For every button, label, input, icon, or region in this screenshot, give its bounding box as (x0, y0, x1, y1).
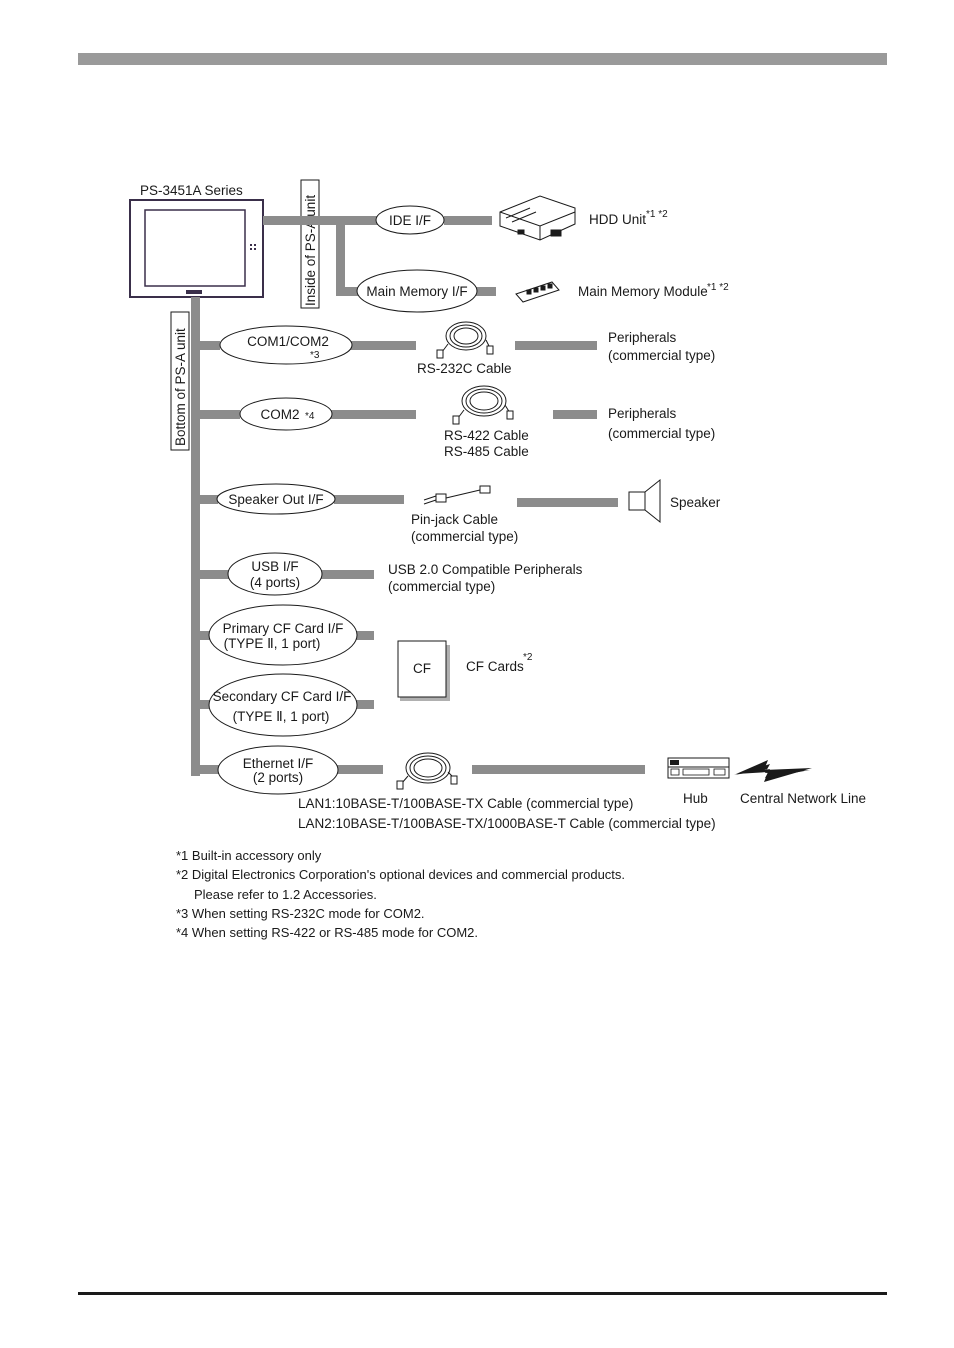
ethernet-label-2: (2 ports) (253, 770, 303, 785)
network-line-label: Central Network Line (740, 791, 866, 806)
lan-cable-icon (396, 752, 458, 790)
lightning-icon (736, 760, 812, 782)
bottom-unit-text: Bottom of PS-A unit (173, 328, 188, 446)
hub-label: Hub (683, 791, 708, 806)
serial-cable-icon (452, 385, 514, 425)
primary-cf-interface: Primary CF Card I/F (TYPE Ⅱ, 1 port) (208, 604, 358, 666)
speaker-out-interface: Speaker Out I/F (216, 483, 336, 515)
footnote-1: *1 Built-in accessory only (176, 848, 322, 863)
hdd-unit-icon (499, 195, 576, 241)
hdd-note: *1 *2 (646, 209, 668, 220)
ide-interface: IDE I/F (375, 205, 445, 235)
serial-cable-icon (436, 321, 494, 359)
hdd-label: HDD Unit (589, 212, 646, 227)
usb-peripherals-sub: (commercial type) (388, 579, 495, 594)
lan2-label: LAN2:10BASE-T/100BASE-TX/1000BASE-T Cabl… (298, 816, 716, 831)
ethernet-label-1: Ethernet I/F (243, 756, 314, 771)
bottom-unit-label: Bottom of PS-A unit (170, 311, 190, 451)
inside-unit-label: Inside of PS-A unit (300, 179, 320, 309)
bottom-bus-bars (191, 297, 645, 776)
hub-icon (667, 757, 730, 779)
peripherals-2-sub: (commercial type) (608, 426, 715, 441)
speaker-icon (628, 478, 661, 524)
footnote-3: *3 When setting RS-232C mode for COM2. (176, 906, 425, 921)
com1-com2-interface: COM1/COM2 *3 (219, 325, 353, 365)
secondary-cf-label-1: Secondary CF Card I/F (213, 689, 352, 704)
rs422-label: RS-422 Cable (444, 428, 529, 443)
peripherals-1-label: Peripherals (608, 330, 677, 345)
ide-label: IDE I/F (389, 213, 431, 228)
footnote-2: *2 Digital Electronics Corporation's opt… (176, 867, 625, 882)
secondary-cf-label-2: (TYPE Ⅱ, 1 port) (233, 709, 330, 724)
com1-com2-label: COM1/COM2 (247, 334, 329, 349)
header-bar (78, 53, 887, 65)
internal-bus-bars (263, 216, 496, 296)
cf-cards-label: CF Cards (466, 659, 524, 674)
peripherals-1-sub: (commercial type) (608, 348, 715, 363)
ethernet-interface: Ethernet I/F (2 ports) (217, 745, 339, 795)
lan1-label: LAN1:10BASE-T/100BASE-TX Cable (commerci… (298, 796, 633, 811)
unit-series-label: PS-3451A Series (140, 183, 243, 198)
usb-interface: USB I/F (4 ports) (227, 552, 323, 596)
usb-label-1: USB I/F (251, 559, 298, 574)
footer-rule (78, 1292, 887, 1295)
inside-unit-text: Inside of PS-A unit (303, 195, 318, 306)
speaker-label: Speaker (670, 495, 721, 510)
com1-com2-note: *3 (310, 350, 320, 361)
com2-note: *4 (305, 411, 315, 422)
com2-interface: COM2 *4 (239, 397, 333, 431)
memory-module-label: Main Memory Module (578, 284, 708, 299)
usb-peripherals-label: USB 2.0 Compatible Peripherals (388, 562, 583, 577)
panel-display-icon (129, 199, 264, 298)
usb-label-2: (4 ports) (250, 575, 300, 590)
footnote-4: *4 When setting RS-422 or RS-485 mode fo… (176, 925, 478, 940)
pinjack-label: Pin-jack Cable (411, 512, 498, 527)
rs232c-label: RS-232C Cable (417, 361, 512, 376)
pin-jack-cable-icon (423, 485, 491, 505)
peripherals-2-label: Peripherals (608, 406, 677, 421)
cf-card-icon: CF (397, 640, 450, 701)
memory-module-icon (515, 281, 560, 303)
rs485-label: RS-485 Cable (444, 444, 529, 459)
footnote-2-continued: Please refer to 1.2 Accessories. (194, 887, 377, 902)
com2-label: COM2 (260, 407, 299, 422)
pinjack-sub: (commercial type) (411, 529, 518, 544)
main-memory-interface: Main Memory I/F (356, 269, 478, 313)
memory-module-note: *1 *2 (707, 282, 729, 293)
speaker-out-label: Speaker Out I/F (228, 492, 323, 507)
main-memory-label: Main Memory I/F (366, 284, 467, 299)
cf-cards-note: *2 (523, 652, 533, 663)
primary-cf-label-1: Primary CF Card I/F (223, 621, 344, 636)
cf-box-label: CF (413, 661, 431, 676)
secondary-cf-interface: Secondary CF Card I/F (TYPE Ⅱ, 1 port) (208, 673, 358, 737)
primary-cf-label-2: (TYPE Ⅱ, 1 port) (224, 636, 321, 651)
